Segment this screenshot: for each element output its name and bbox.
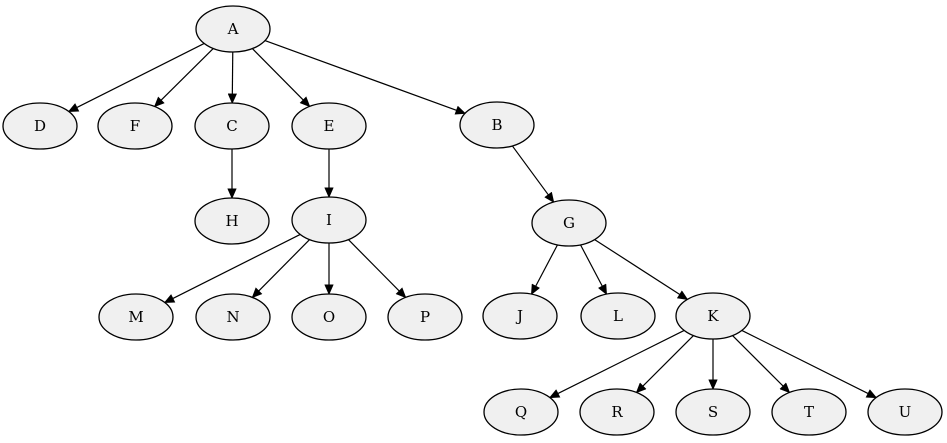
node-T: T: [771, 388, 847, 436]
edge-G-L: [579, 244, 608, 294]
node-I-ellipse: [291, 196, 367, 244]
node-A: A: [195, 5, 271, 53]
node-R-ellipse: [579, 388, 655, 436]
node-M-label: M: [128, 308, 143, 326]
node-D-label: D: [34, 117, 46, 135]
node-K: K: [675, 292, 751, 340]
node-M: M: [98, 293, 174, 341]
node-J-ellipse: [482, 292, 558, 340]
node-R-label: R: [611, 403, 623, 421]
node-O-label: O: [323, 308, 335, 326]
node-F-label: F: [130, 117, 140, 135]
node-D-ellipse: [2, 102, 78, 150]
node-G: G: [531, 199, 607, 247]
edge-A-D: [69, 42, 205, 113]
node-A-label: A: [227, 20, 239, 38]
node-D: D: [2, 102, 78, 150]
node-S-ellipse: [675, 388, 751, 436]
node-H: H: [194, 197, 270, 245]
edge-G-J: [530, 244, 559, 294]
node-O-ellipse: [291, 293, 367, 341]
node-E: E: [291, 102, 367, 150]
node-C-ellipse: [194, 102, 270, 150]
node-E-ellipse: [291, 102, 367, 150]
node-U: U: [867, 388, 943, 436]
node-L-label: L: [613, 307, 623, 325]
node-H-label: H: [225, 212, 238, 230]
node-U-ellipse: [867, 388, 943, 436]
node-B-label: B: [491, 116, 502, 134]
node-K-ellipse: [675, 292, 751, 340]
edge-I-N: [252, 239, 311, 298]
node-L: L: [580, 292, 656, 340]
node-P-label: P: [420, 308, 430, 326]
node-P: P: [387, 293, 463, 341]
node-R: R: [579, 388, 655, 436]
edge-G-K: [594, 239, 688, 300]
node-G-label: G: [563, 214, 575, 232]
node-J-label: J: [515, 307, 523, 325]
node-M-ellipse: [98, 293, 174, 341]
node-S: S: [675, 388, 751, 436]
node-U-label: U: [899, 403, 912, 421]
node-B: B: [459, 101, 535, 149]
node-H-ellipse: [194, 197, 270, 245]
node-L-ellipse: [580, 292, 656, 340]
node-J: J: [482, 292, 558, 340]
edge-B-G: [511, 145, 553, 202]
node-O: O: [291, 293, 367, 341]
node-N-label: N: [226, 308, 239, 326]
node-F-ellipse: [97, 102, 173, 150]
node-Q: Q: [483, 388, 559, 436]
edge-I-M: [165, 233, 301, 304]
node-E-label: E: [324, 117, 335, 135]
node-C: C: [194, 102, 270, 150]
edge-I-P: [347, 239, 405, 298]
node-C-label: C: [226, 117, 237, 135]
node-I: I: [291, 196, 367, 244]
node-I-label: I: [326, 211, 332, 229]
edge-A-E: [251, 48, 309, 107]
edge-K-Q: [550, 329, 685, 399]
node-T-label: T: [804, 403, 814, 421]
node-Q-ellipse: [483, 388, 559, 436]
node-B-ellipse: [459, 101, 535, 149]
edge-K-U: [741, 329, 876, 399]
node-T-ellipse: [771, 388, 847, 436]
edge-A-F: [155, 48, 214, 106]
edge-A-C: [232, 51, 233, 103]
node-A-ellipse: [195, 5, 271, 53]
edge-A-B: [264, 40, 465, 114]
node-P-ellipse: [387, 293, 463, 341]
edge-K-R: [637, 335, 694, 393]
node-N-ellipse: [195, 293, 271, 341]
edge-K-T: [732, 335, 790, 393]
node-G-ellipse: [531, 199, 607, 247]
node-N: N: [195, 293, 271, 341]
node-Q-label: Q: [515, 403, 527, 421]
node-F: F: [97, 102, 173, 150]
node-K-label: K: [707, 307, 719, 325]
node-S-label: S: [708, 403, 718, 421]
